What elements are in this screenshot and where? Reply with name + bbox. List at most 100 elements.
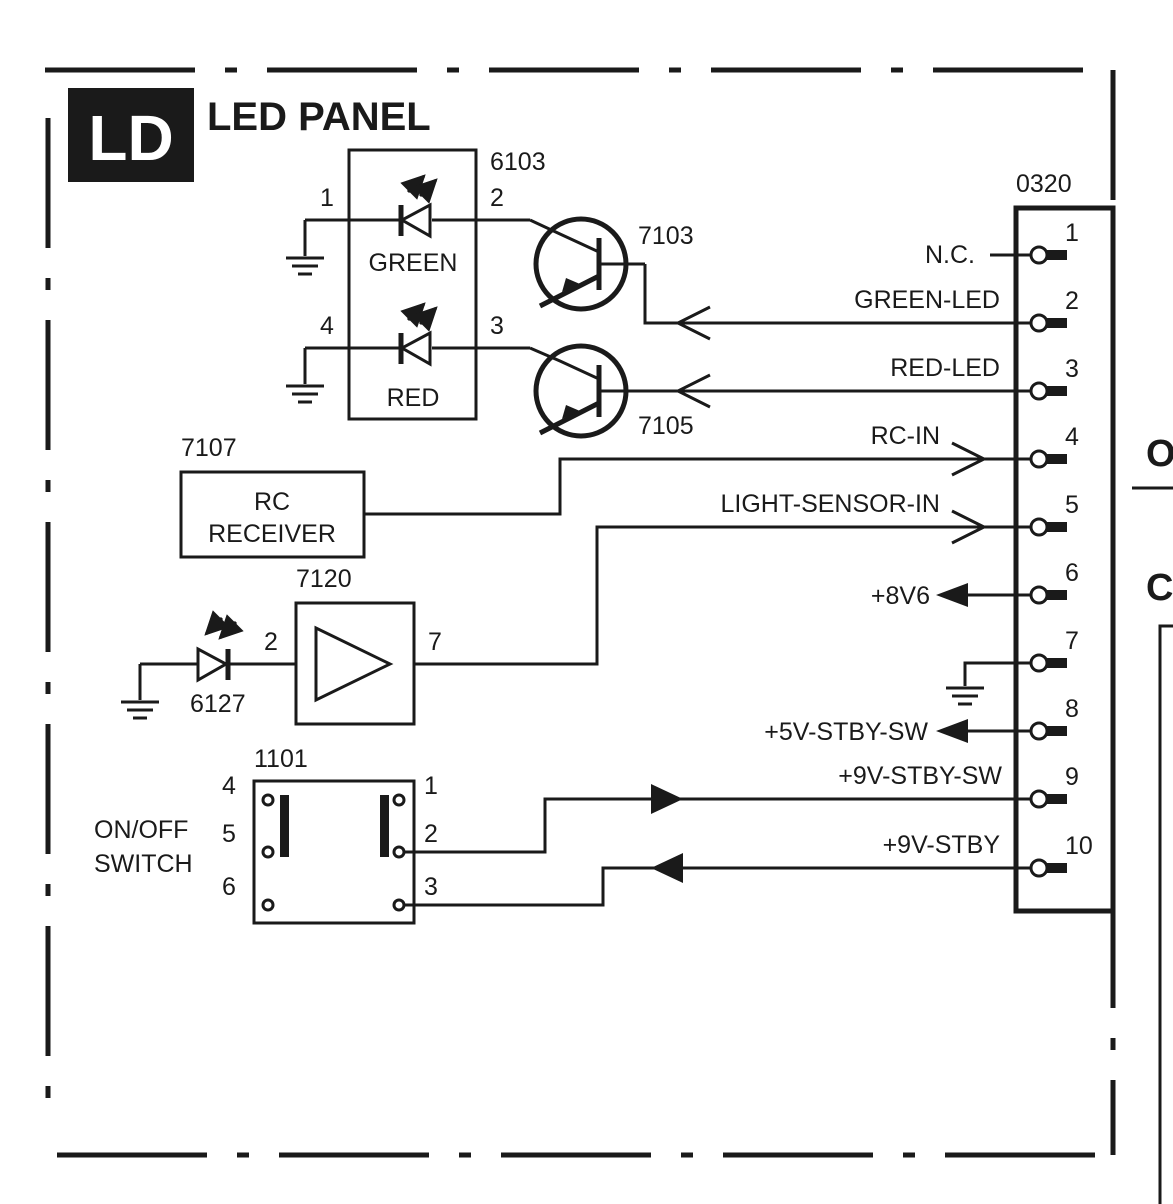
connector-pin-number-4: 4 xyxy=(1065,423,1079,451)
transistor-7105-ref: 7105 xyxy=(638,412,694,440)
connector-pin-1 xyxy=(1029,245,1049,265)
connector-pin-8 xyxy=(1029,721,1049,741)
onoff-switch: 1101 ON/OFF SWITCH 4 5 6 1 2 3 xyxy=(94,745,438,925)
connector-pin-number-9: 9 xyxy=(1065,763,1079,791)
led-module: 6103 1 2 4 3 GREEN RED xyxy=(286,148,546,421)
arrow-filled-icon xyxy=(651,853,683,883)
badge-text: LD xyxy=(88,102,173,174)
led-module-ref: 6103 xyxy=(490,148,546,176)
rc-receiver: 7107 RC RECEIVER xyxy=(179,434,366,559)
ground-icon xyxy=(946,661,1030,706)
signal-label-red-led: RED-LED xyxy=(890,354,1000,382)
connector-pin-stub-9 xyxy=(1047,794,1067,804)
connector-pin-number-6: 6 xyxy=(1065,559,1079,587)
switch-ref: 1101 xyxy=(254,745,308,773)
connector-pin-stub-5 xyxy=(1047,522,1067,532)
signal-label-5v-stby-sw: +5V-STBY-SW xyxy=(764,718,928,746)
switch-pin-6: 6 xyxy=(222,873,236,901)
signal-label-8v6: +8V6 xyxy=(871,582,930,610)
connector-pin-4 xyxy=(1029,449,1049,469)
arrow-filled-icon xyxy=(651,784,683,814)
connector-pin-number-10: 10 xyxy=(1065,832,1093,860)
wire-9v-stby-sw xyxy=(404,797,1040,854)
amplifier-ref: 7120 xyxy=(296,565,352,593)
wire-light-sensor xyxy=(414,525,1040,666)
transistor-7103-ref: 7103 xyxy=(638,222,694,250)
rc-receiver-line1: RC xyxy=(254,488,290,516)
connector-0320: 0320 1 2 3 4 5 6 7 8 9 10 xyxy=(1013,170,1116,914)
led-pin-4: 4 xyxy=(320,312,334,340)
arrow-open-icon xyxy=(951,509,988,545)
amplifier-pin-out: 7 xyxy=(428,628,442,656)
switch-pin-5: 5 xyxy=(222,820,236,848)
switch-label-line2: SWITCH xyxy=(94,850,193,878)
panel-badge: LD xyxy=(68,88,194,182)
panel-frame xyxy=(45,67,1116,1158)
arrow-open-icon xyxy=(674,373,711,409)
connector-pin-number-5: 5 xyxy=(1065,491,1079,519)
switch-pin-1: 1 xyxy=(424,772,438,800)
amplifier-7120: 7120 2 7 xyxy=(264,565,442,726)
green-led-label: GREEN xyxy=(369,249,458,277)
signal-label-9v-stby-sw: +9V-STBY-SW xyxy=(838,762,1002,790)
connector-pin-stub-4 xyxy=(1047,454,1067,464)
connector-pin-stub-6 xyxy=(1047,590,1067,600)
switch-pin-4: 4 xyxy=(222,772,236,800)
led-pin-3: 3 xyxy=(490,312,504,340)
signal-label-rc-in: RC-IN xyxy=(871,422,940,450)
connector-pin-2 xyxy=(1029,313,1049,333)
connector-pin-number-3: 3 xyxy=(1065,355,1079,383)
connector-pin-stub-8 xyxy=(1047,726,1067,736)
arrow-filled-icon xyxy=(936,583,968,607)
light-sensor-6127: 6127 xyxy=(121,610,296,720)
wire-green-led xyxy=(643,264,1040,325)
connector-pin-9 xyxy=(1029,789,1049,809)
connector-pin-stub-10 xyxy=(1047,863,1067,873)
ground-icon xyxy=(286,348,324,404)
connector-pin-number-1: 1 xyxy=(1065,219,1079,247)
connector-ref: 0320 xyxy=(1016,170,1072,198)
edge-fragment-1: O xyxy=(1146,433,1173,475)
amplifier-pin-in: 2 xyxy=(264,628,278,656)
ground-icon xyxy=(286,220,324,276)
connector-pin-stub-1 xyxy=(1047,250,1067,260)
transistor-7105: 7105 xyxy=(529,343,1040,440)
wire-rc-in xyxy=(364,457,1040,516)
connector-pin-7 xyxy=(1029,653,1049,673)
arrow-open-icon xyxy=(674,305,711,341)
led-pin-2: 2 xyxy=(490,184,504,212)
signal-label-9v-stby: +9V-STBY xyxy=(883,831,1001,859)
connector-pin-3 xyxy=(1029,381,1049,401)
connector-pin-6 xyxy=(1029,585,1049,605)
switch-pin-3: 3 xyxy=(424,873,438,901)
switch-pin-2: 2 xyxy=(424,820,438,848)
light-sensor-ref: 6127 xyxy=(190,690,246,718)
red-led-icon xyxy=(305,302,530,367)
led-pin-1: 1 xyxy=(320,184,334,212)
connector-pin-5 xyxy=(1029,517,1049,537)
connector-pin-stub-2 xyxy=(1047,318,1067,328)
connector-pin-stub-7 xyxy=(1047,658,1067,668)
switch-label-line1: ON/OFF xyxy=(94,816,188,844)
wire-9v-stby xyxy=(404,866,1040,907)
green-led-icon xyxy=(305,174,530,239)
ground-icon xyxy=(121,664,159,720)
transistor-7103: 7103 xyxy=(529,216,694,312)
edge-box xyxy=(1158,624,1173,1204)
signal-label-green-led: GREEN-LED xyxy=(854,286,1000,314)
rc-receiver-line2: RECEIVER xyxy=(208,520,336,548)
connector-pin-10 xyxy=(1029,858,1049,878)
connector-pin-number-7: 7 xyxy=(1065,627,1079,655)
connector-pin-stub-3 xyxy=(1047,386,1067,396)
panel-title: LED PANEL xyxy=(207,95,431,139)
arrow-open-icon xyxy=(951,441,988,477)
signal-label-nc: N.C. xyxy=(925,241,975,269)
rc-receiver-ref: 7107 xyxy=(181,434,237,462)
red-led-label: RED xyxy=(387,384,440,412)
edge-fragment-2: C xyxy=(1146,567,1173,609)
signal-label-light-sensor-in: LIGHT-SENSOR-IN xyxy=(721,490,940,518)
arrow-filled-icon xyxy=(936,719,968,743)
connector-pin-number-8: 8 xyxy=(1065,695,1079,723)
connector-pin-number-2: 2 xyxy=(1065,287,1079,315)
